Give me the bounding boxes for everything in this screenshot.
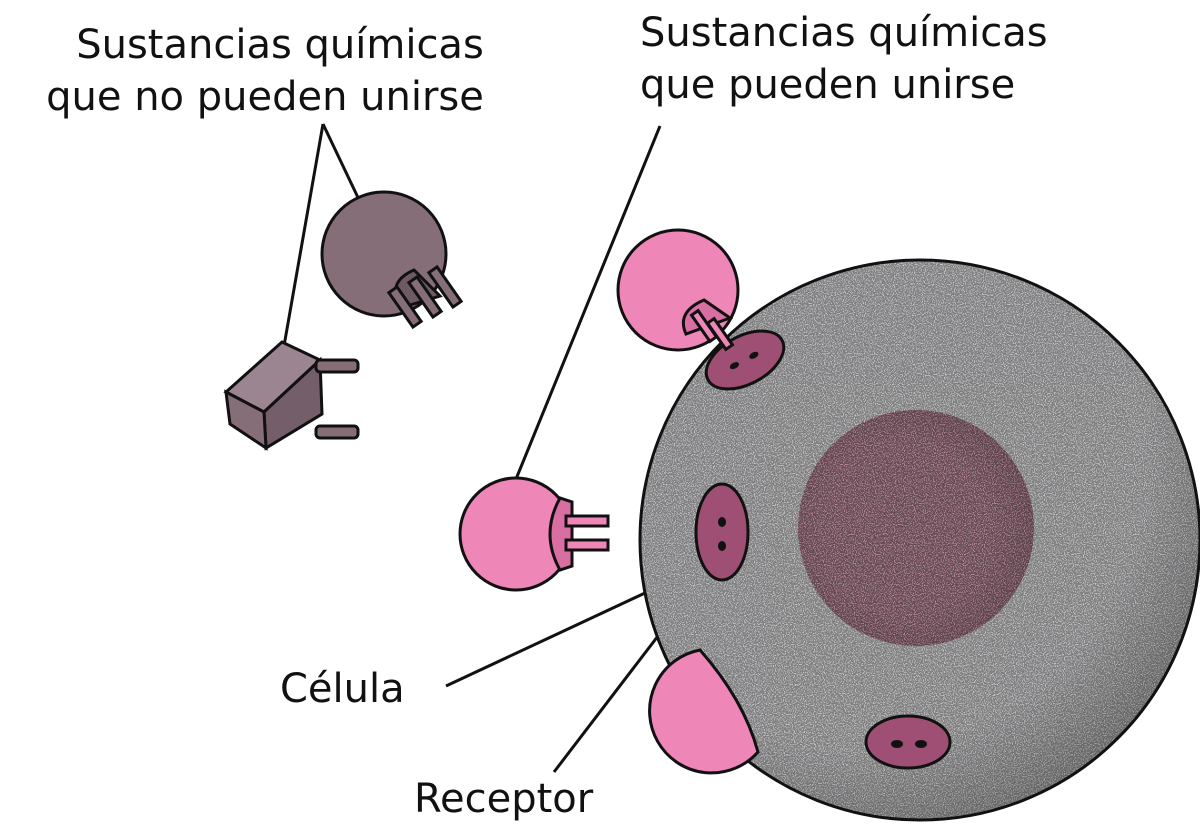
labels: Sustancias químicas que no pueden unirse… bbox=[46, 10, 1047, 822]
label-can-bind-line1: Sustancias químicas bbox=[640, 10, 1048, 56]
receptor-middle bbox=[694, 482, 750, 582]
leader-line-can-bind bbox=[512, 125, 662, 485]
leader-line-cell bbox=[445, 584, 661, 688]
label-cannot-bind-line1: Sustancias químicas bbox=[76, 22, 484, 68]
nonbindable-sphere bbox=[320, 190, 464, 330]
label-receptor: Receptor bbox=[414, 776, 594, 822]
label-can-bind-line2: que pueden unirse bbox=[640, 62, 1015, 108]
nonbindable-block bbox=[223, 340, 360, 451]
cell-membrane bbox=[638, 258, 1200, 822]
bindable-chemical-bottom bbox=[648, 648, 760, 775]
leader-line-cannot-bind-sphere bbox=[321, 123, 364, 207]
receptor-bottom bbox=[864, 714, 952, 770]
bindable-chemicals bbox=[458, 228, 760, 775]
bindable-chemical-top bbox=[616, 228, 740, 352]
bindable-chemical-middle bbox=[458, 476, 610, 592]
nonbindable-chemicals bbox=[223, 190, 464, 451]
label-cannot-bind-line2: que no pueden unirse bbox=[46, 74, 484, 120]
nucleus bbox=[798, 410, 1034, 646]
leader-line-cannot-bind-block bbox=[282, 123, 325, 347]
label-cell: Célula bbox=[280, 666, 405, 712]
